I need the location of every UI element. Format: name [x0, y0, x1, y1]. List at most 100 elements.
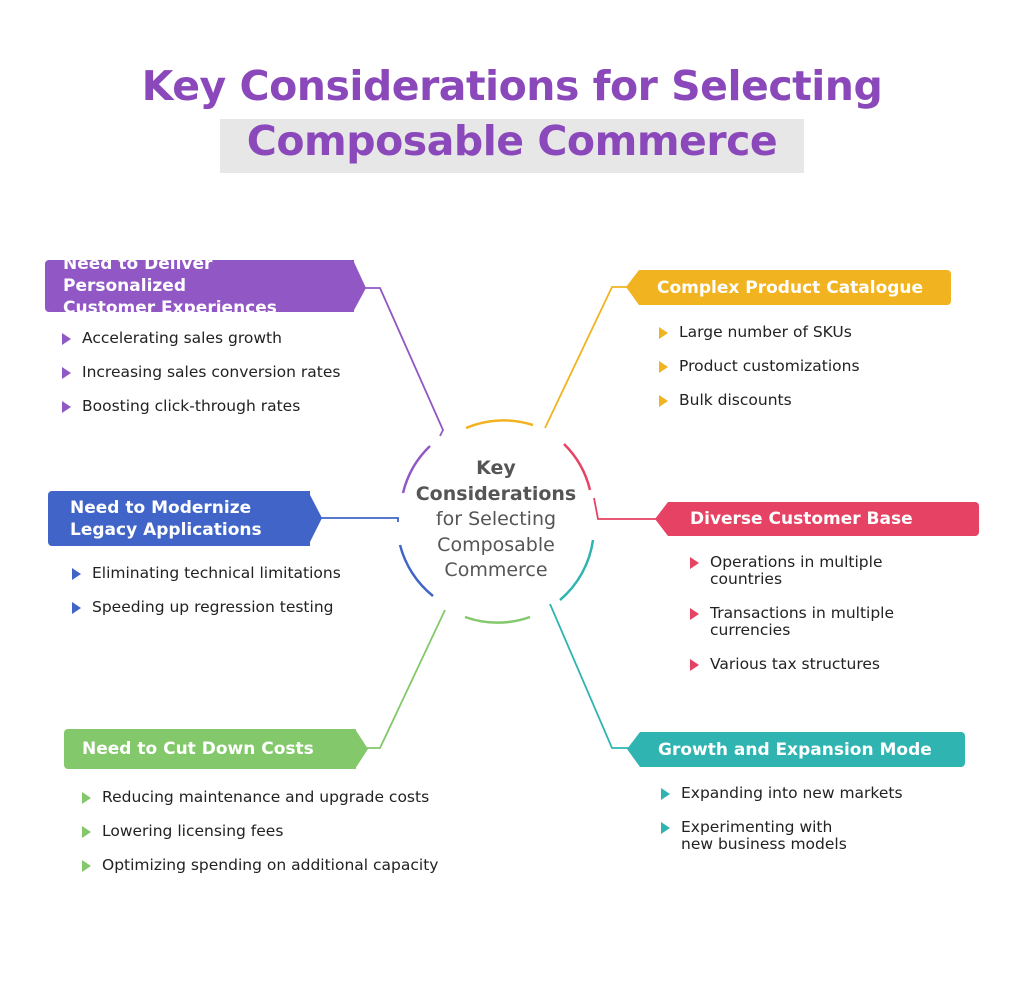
list-item-label: Accelerating sales growth [82, 329, 282, 347]
list-item-label: Large number of SKUs [679, 323, 852, 341]
tag-personalized-line-1: Need to Deliver Personalized [63, 254, 213, 296]
tag-pointer-catalogue [626, 270, 639, 305]
tag-diverse: Diverse Customer Base [668, 502, 979, 536]
tag-growth: Growth and Expansion Mode [640, 732, 965, 767]
ring-arc-red [563, 443, 592, 491]
list-catalogue: Large number of SKUs Product customizati… [659, 324, 860, 409]
list-item-label: Boosting click-through rates [82, 397, 301, 415]
connector-costs [355, 609, 446, 749]
triangle-right-icon [661, 822, 670, 834]
connector-growth [549, 603, 640, 749]
triangle-right-icon [62, 401, 71, 413]
tag-modernize-line-2: Legacy Applications [70, 519, 262, 540]
tag-pointer-diverse [655, 502, 668, 536]
list-growth: Expanding into new markets Experimenting… [661, 785, 903, 853]
triangle-right-icon [659, 327, 668, 339]
triangle-right-icon [690, 608, 699, 620]
triangle-right-icon [62, 333, 71, 345]
triangle-right-icon [62, 367, 71, 379]
title-highlight [220, 119, 804, 173]
tag-costs-line-1: Need to Cut Down Costs [82, 739, 314, 759]
list-item: Boosting click-through rates [62, 398, 340, 415]
ring-arc-teal [559, 539, 595, 601]
ring-arc-yellow [465, 419, 534, 430]
tag-pointer-modernize [308, 491, 322, 546]
list-item-label: Experimenting with [681, 818, 833, 836]
list-item-label: Lowering licensing fees [102, 822, 284, 840]
tag-costs: Need to Cut Down Costs [64, 729, 356, 769]
tag-pointer-costs [355, 729, 368, 769]
center-label: Key Considerations for Selecting Composa… [396, 456, 596, 584]
tag-catalogue: Complex Product Catalogue [639, 270, 951, 305]
triangle-right-icon [72, 568, 81, 580]
list-item: Accelerating sales growth [62, 330, 340, 347]
list-item-label-2: currencies [710, 621, 791, 639]
list-modernize: Eliminating technical limitations Speedi… [72, 565, 341, 616]
connector-modernize [316, 517, 399, 522]
list-item: Speeding up regression testing [72, 599, 341, 616]
center-line-3: for Selecting [435, 508, 557, 530]
tag-catalogue-line-1: Complex Product Catalogue [657, 277, 924, 298]
triangle-right-icon [661, 788, 670, 800]
list-item-label: Transactions in multiple [710, 604, 895, 622]
list-item: Reducing maintenance and upgrade costs [82, 789, 438, 806]
center-line-2: Considerations [415, 482, 577, 505]
title-line-2: Composable Commerce [246, 117, 778, 165]
triangle-right-icon [82, 860, 91, 872]
list-item-label: Expanding into new markets [681, 784, 903, 802]
list-costs: Reducing maintenance and upgrade costs L… [82, 789, 438, 874]
tag-pointer-growth [627, 732, 640, 767]
list-item: Product customizations [659, 358, 860, 375]
ring-arc-purple [401, 445, 431, 494]
list-item-label: Operations in multiple [710, 553, 883, 571]
list-item-label: Increasing sales conversion rates [82, 363, 341, 381]
connector-catalogue [544, 286, 638, 429]
tag-modernize-line-1: Need to Modernize [70, 497, 252, 518]
tag-personalized: Need to Deliver Personalized Customer Ex… [45, 254, 354, 318]
list-item-label: Various tax structures [710, 655, 880, 673]
list-item-label-2: new business models [681, 835, 847, 853]
list-item: Optimizing spending on additional capaci… [82, 857, 438, 874]
list-item-label: Eliminating technical limitations [92, 564, 341, 582]
tag-modernize: Need to Modernize Legacy Applications [48, 491, 310, 546]
triangle-right-icon [82, 792, 91, 804]
ring-arc-green [464, 615, 531, 624]
list-item: Various tax structures [690, 656, 894, 673]
list-personalized: Accelerating sales growth Increasing sal… [62, 330, 340, 415]
list-item: Large number of SKUs [659, 324, 860, 341]
tag-growth-line-1: Growth and Expansion Mode [658, 739, 932, 760]
triangle-right-icon [659, 361, 668, 373]
triangle-right-icon [659, 395, 668, 407]
tag-diverse-line-1: Diverse Customer Base [690, 509, 913, 529]
list-item-label-2: countries [710, 570, 783, 588]
center-line-1: Key [476, 457, 516, 479]
ring-arc-blue [398, 544, 434, 597]
list-item-label: Bulk discounts [679, 391, 792, 409]
list-item-label: Product customizations [679, 357, 860, 375]
tag-personalized-line-2: Customer Experiences [63, 298, 277, 318]
triangle-right-icon [690, 557, 699, 569]
list-item: Expanding into new markets [661, 785, 903, 802]
connector-personalized [358, 287, 444, 437]
center-line-4: Composable [437, 533, 555, 556]
title-line-1: Key Considerations for Selecting [141, 62, 883, 110]
list-item: Lowering licensing fees [82, 823, 438, 840]
center-line-5: Commerce [444, 559, 548, 581]
connector-diverse [593, 497, 666, 520]
triangle-right-icon [690, 659, 699, 671]
list-item: Bulk discounts [659, 392, 860, 409]
list-item-label: Reducing maintenance and upgrade costs [102, 788, 430, 806]
triangle-right-icon [82, 826, 91, 838]
list-item: Increasing sales conversion rates [62, 364, 340, 381]
list-item-label: Speeding up regression testing [92, 598, 334, 616]
list-item-label: Optimizing spending on additional capaci… [102, 856, 439, 874]
list-item: Eliminating technical limitations [72, 565, 341, 582]
triangle-right-icon [72, 602, 81, 614]
tag-pointer-personalized [353, 260, 366, 312]
